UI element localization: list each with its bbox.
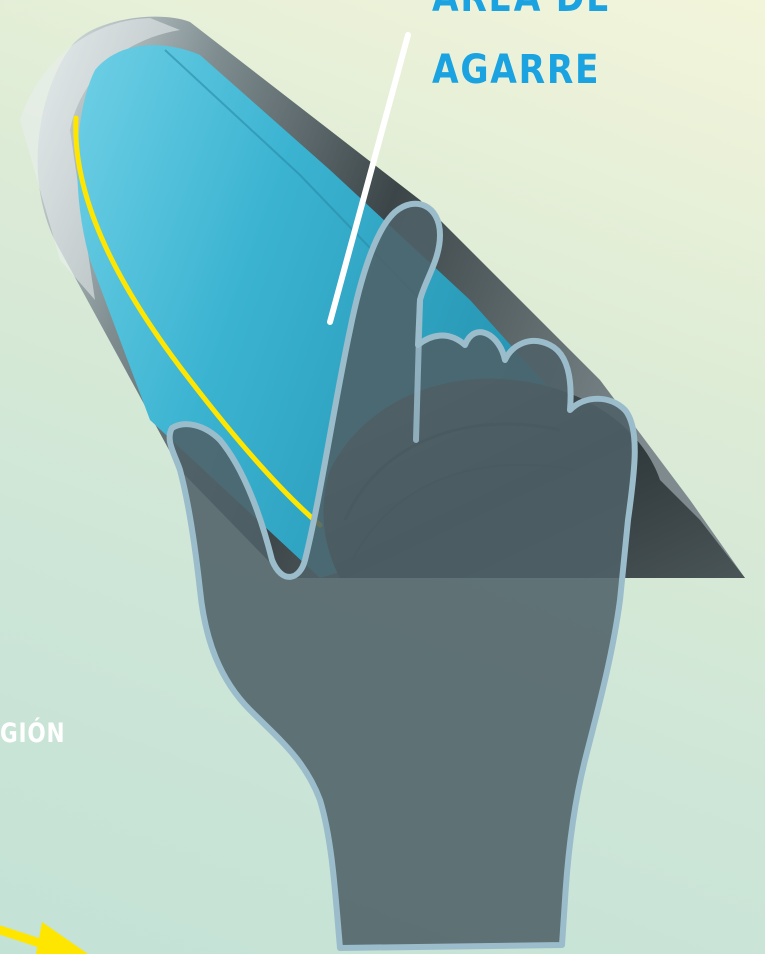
title-line-1: ÁREA DE — [432, 0, 611, 18]
side-label: GIÓN — [0, 720, 65, 747]
title-line-2: AGARRE — [432, 50, 600, 90]
finger-crease — [416, 300, 420, 440]
yellow-arrow-icon — [0, 922, 88, 954]
